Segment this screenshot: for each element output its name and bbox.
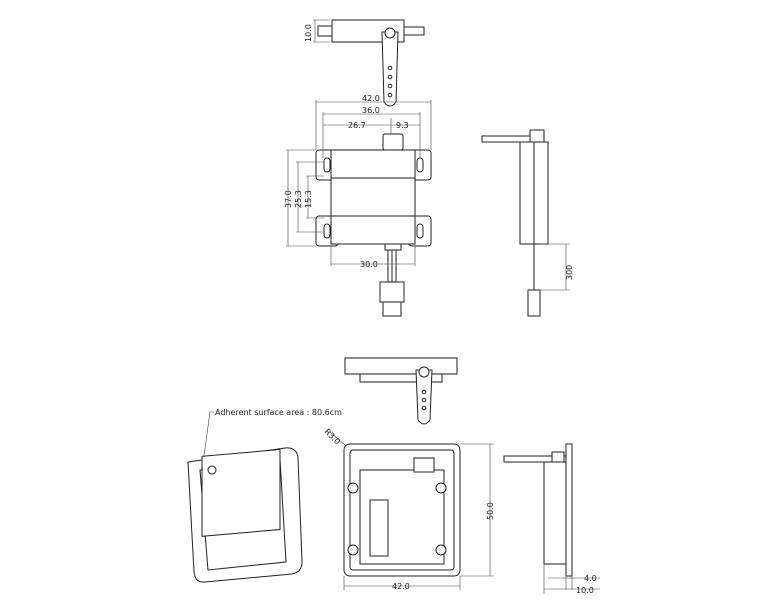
dim-shaft-offset-right: 9.3 <box>396 121 409 130</box>
frame-front-view: R3.0 50.0 42.0 <box>323 427 495 591</box>
adherent-surface-annotation: Adherent surface area : 80.6cm <box>215 408 342 417</box>
frame-top-view <box>344 357 458 425</box>
dim-hole-spacing-outer: 25.3 <box>294 190 303 208</box>
side-view: 300 <box>481 129 574 317</box>
dim-frame-depth: 10.0 <box>576 586 594 595</box>
front-view: 42.0 36.0 26.7 9.3 37.0 25.3 15.3 30.0 <box>284 94 432 317</box>
dim-frame-height: 50.0 <box>486 502 495 520</box>
top-view: 10.0 <box>304 19 425 107</box>
dim-frame-thickness: 4.0 <box>584 574 597 583</box>
dim-shaft-offset-left: 26.7 <box>348 121 366 130</box>
dim-overall-height: 37.0 <box>284 190 293 208</box>
adherent-surface-view: Adherent surface area : 80.6cm <box>187 408 342 583</box>
dim-cable-length: 300 <box>565 265 574 280</box>
frame-side-view: 4.0 10.0 <box>503 443 600 595</box>
dim-top-thickness: 10.0 <box>304 24 313 42</box>
dim-mount-hole-span: 36.0 <box>362 106 380 115</box>
dim-frame-width: 42.0 <box>392 582 410 591</box>
dim-corner-radius: R3.0 <box>323 427 342 446</box>
dim-body-width: 30.0 <box>360 260 378 269</box>
dim-overall-width: 42.0 <box>362 94 380 103</box>
dim-hole-spacing-inner: 15.3 <box>304 190 313 208</box>
